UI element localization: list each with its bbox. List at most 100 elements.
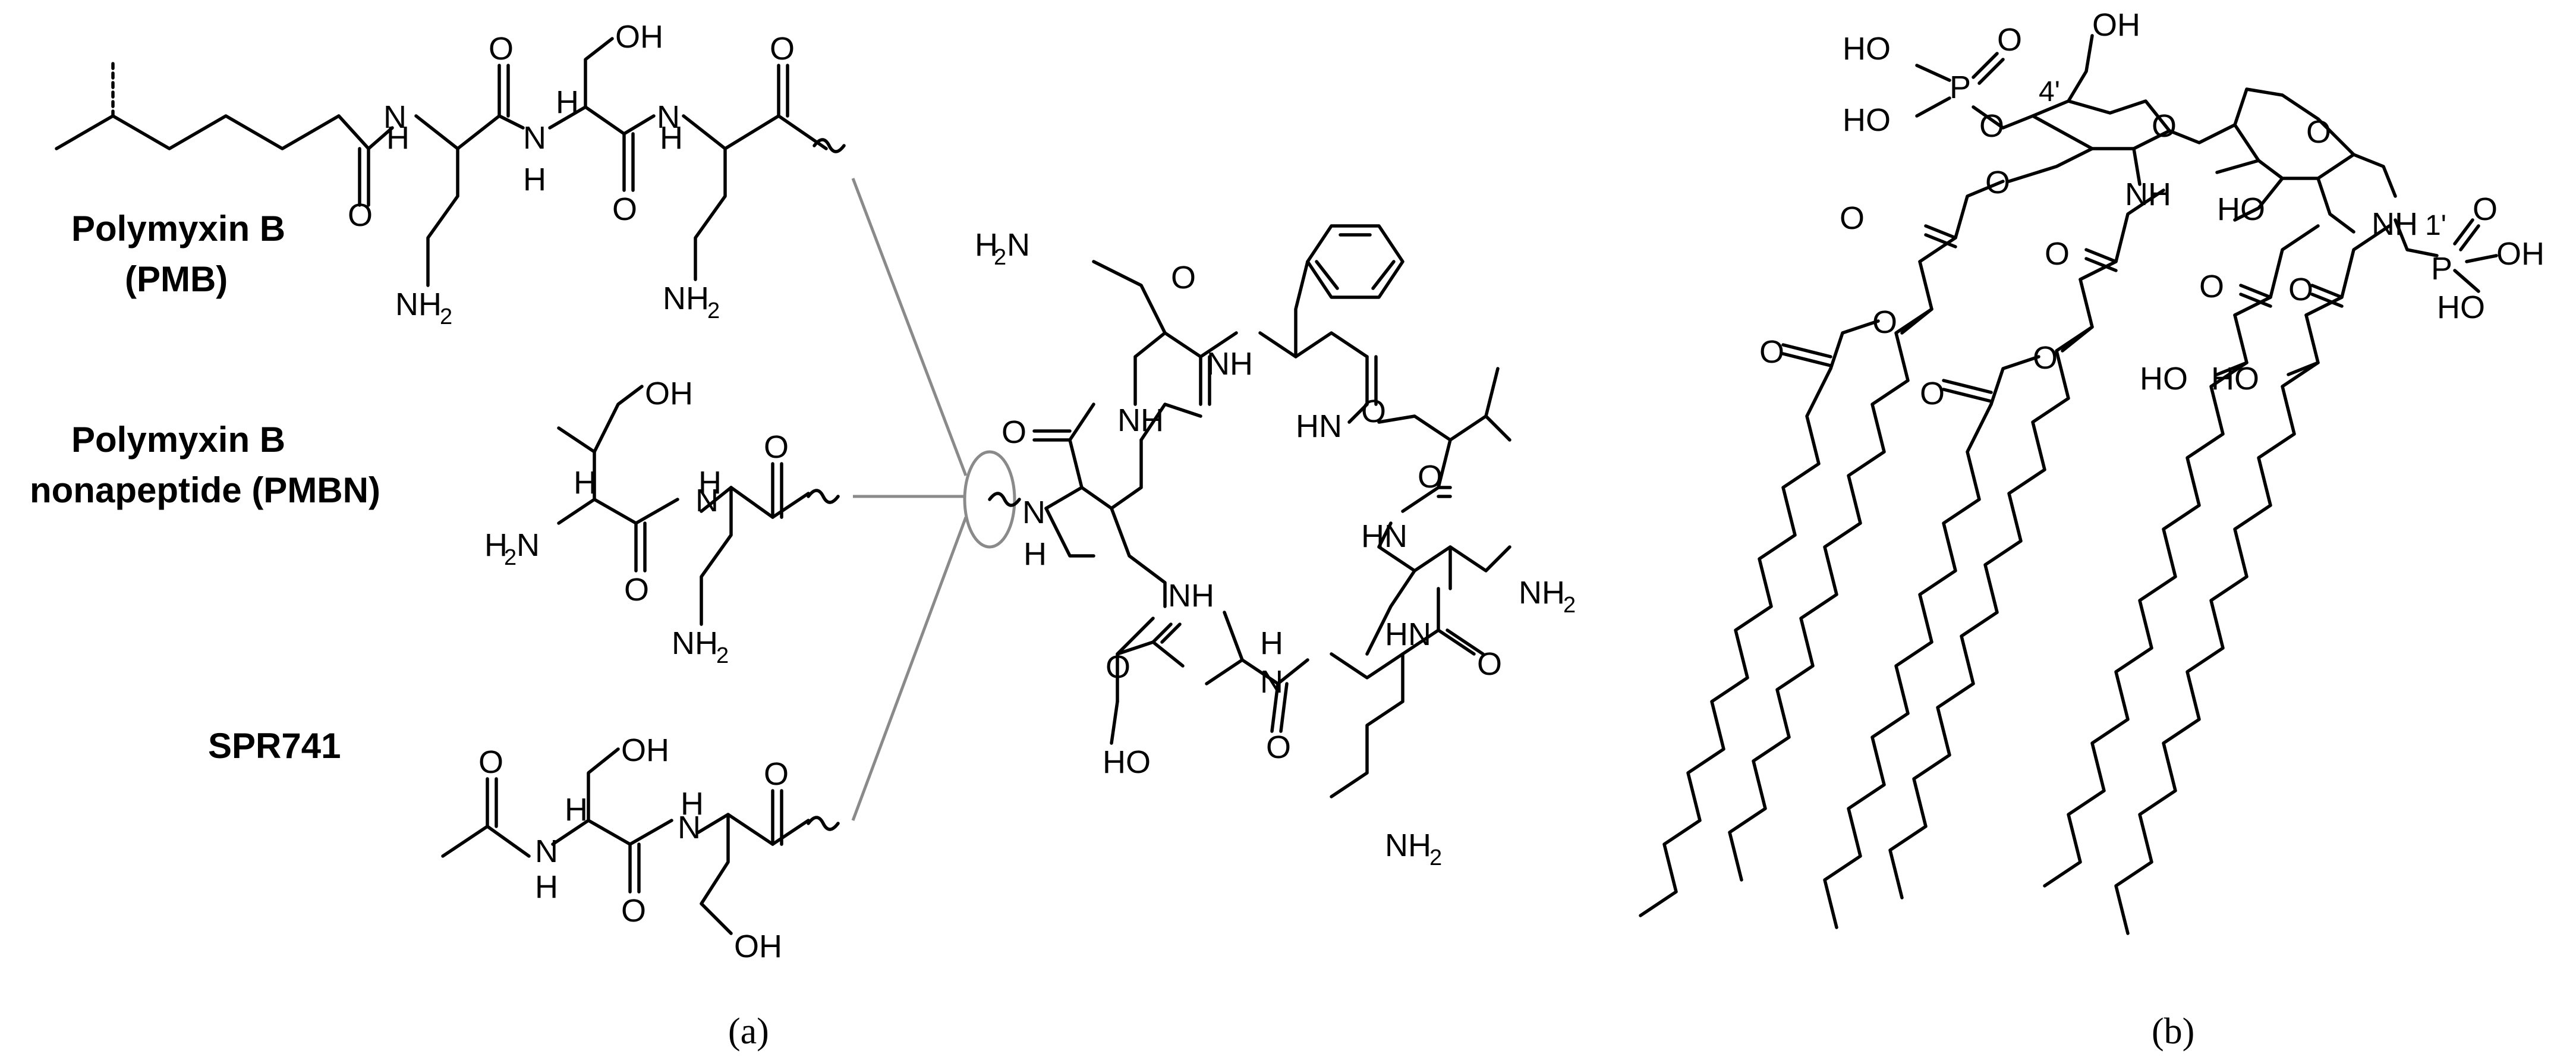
atom-pmb-O1: O	[348, 197, 373, 233]
label-pmb-line2: (PMB)	[125, 259, 228, 299]
atom-pmbn-N: N	[695, 483, 719, 518]
atom-pmb-NH2-a: NH	[395, 287, 442, 322]
atom-spr-O3: O	[764, 756, 789, 792]
atom-pmb-O2: O	[489, 31, 514, 67]
atom-b-O-ester3: O	[2033, 340, 2058, 376]
atom-core-NH2-bottom: NH	[1385, 828, 1431, 863]
atom-b-O-ring1: O	[2152, 108, 2177, 144]
spr741-side-chain	[441, 747, 840, 935]
atom-b-O-p1: O	[1997, 22, 2022, 58]
atom-b-O-ester2: O	[1872, 304, 1897, 340]
atom-pmbn-O1: O	[624, 572, 649, 608]
atom-pmb-N3: N	[657, 99, 680, 135]
atom-b-O-carbonyl1: O	[1840, 200, 1865, 236]
atom-spr-H1: H	[535, 869, 558, 905]
atom-core-O3: O	[1002, 414, 1026, 450]
atom-core-O2: O	[1361, 394, 1386, 429]
atom-b-O-carbonyl2: O	[1759, 334, 1784, 370]
attachment-connectors	[851, 178, 1016, 821]
atom-core-O5: O	[1477, 646, 1502, 682]
atom-b-HO-p2: HO	[2437, 290, 2485, 325]
atom-core-O6: O	[1106, 649, 1130, 685]
atom-pmb-H3: H	[556, 84, 579, 120]
panel-label-b: (b)	[2152, 1011, 2194, 1052]
atom-spr-H2: H	[565, 792, 588, 828]
atom-spr-O2: O	[621, 893, 646, 929]
atom-core-H2N-sub: 2	[994, 245, 1006, 270]
atom-core-NH3: NH	[1168, 578, 1214, 614]
atom-pmb-O3: O	[612, 191, 637, 227]
atom-spr-N2: N	[678, 810, 701, 845]
atom-core-O4: O	[1418, 459, 1443, 495]
atom-core-NH2: NH	[1117, 402, 1164, 438]
atom-pmb-O4: O	[770, 31, 795, 67]
pmbn-side-chain	[557, 385, 840, 626]
atom-pmb-N2: N	[523, 120, 546, 156]
atom-spr-O1: O	[478, 744, 503, 780]
lipid-a-structure	[1639, 34, 2498, 935]
atom-core-HN2: HN	[1361, 518, 1407, 554]
atom-spr-OH2: OH	[734, 929, 782, 964]
atom-pmbn-O2: O	[764, 429, 789, 465]
atom-core-HN3: HN	[1385, 617, 1431, 652]
pmb-side-chain	[55, 37, 846, 287]
atom-pmb-H1: H	[386, 120, 410, 156]
atom-core-NH2-right-sub: 2	[1563, 593, 1576, 618]
atom-b-O-carbonyl6: O	[2288, 272, 2313, 307]
atom-pmbn-H2N: H N	[484, 527, 540, 563]
atom-b-HO2: HO	[1843, 102, 1891, 138]
panel-label-a: (a)	[728, 1011, 769, 1052]
atom-pmbn-H2N-sub: 2	[504, 545, 517, 570]
atom-core-HN1: HN	[1296, 408, 1342, 444]
atom-pmbn-NH2-sub: 2	[716, 643, 729, 668]
atom-b-OH-top: OH	[2092, 7, 2140, 43]
atom-b-HO3: HO	[2217, 191, 2265, 227]
atom-b-HO5: HO	[2211, 361, 2259, 397]
polymyxin-cyclic-core	[988, 224, 1511, 798]
atom-b-HO1: HO	[1843, 31, 1891, 67]
atom-b-O-ring2: O	[2306, 114, 2331, 150]
atom-pmbn-NH2: NH	[672, 625, 718, 661]
atom-pmbn-OH: OH	[645, 376, 693, 411]
atom-b-P2: P	[2431, 251, 2452, 287]
atom-b-O-carbonyl4: O	[1920, 376, 1945, 411]
label-pmbn-line1: Polymyxin B	[71, 420, 285, 460]
atom-spr-H3: H	[681, 786, 704, 822]
atom-b-OH-p2: OH	[2496, 236, 2544, 272]
atom-core-H-attach: H	[1024, 536, 1047, 572]
label-spr741: SPR741	[208, 726, 341, 766]
position-1-prime: 1'	[2425, 210, 2446, 241]
atom-core-NH2-bottom-sub: 2	[1429, 845, 1442, 870]
atom-pmb-NH2-b: NH	[663, 281, 709, 316]
atom-pmb-NH2-a-sub: 2	[440, 304, 452, 329]
atom-pmbn-NH-H: H	[698, 465, 722, 501]
atom-b-HO4: HO	[2140, 361, 2188, 397]
atom-pmb-OH: OH	[615, 19, 663, 55]
atom-b-O-link: O	[1979, 108, 2004, 144]
atom-pmb-N1: N	[383, 99, 407, 135]
label-pmb-line1: Polymyxin B	[71, 209, 285, 249]
atom-pmb-H2: H	[523, 162, 546, 197]
atom-core-N4: N	[1260, 664, 1283, 700]
atom-b-P1: P	[1950, 70, 1971, 105]
atom-core-O7: O	[1266, 729, 1291, 765]
atom-pmb-NH2-b-sub: 2	[707, 298, 720, 323]
atom-core-H4: H	[1260, 625, 1283, 661]
atom-core-N-attach: N	[1022, 495, 1045, 530]
atom-b-O-ester1: O	[1985, 165, 2010, 200]
atom-core-H2N: H N	[975, 227, 1030, 263]
position-4-prime: 4'	[2039, 76, 2060, 108]
atom-pmb-H4: H	[660, 120, 683, 156]
atom-b-NH2: NH	[2372, 206, 2418, 242]
atom-core-NH2-right: NH	[1519, 575, 1565, 611]
atom-b-NH1: NH	[2125, 177, 2171, 212]
label-pmbn-line2: nonapeptide (PMBN)	[30, 470, 380, 510]
atom-b-O-carbonyl5: O	[2199, 269, 2224, 304]
atom-core-HO: HO	[1103, 744, 1151, 780]
atom-spr-OH: OH	[621, 732, 669, 768]
atom-spr-N1: N	[535, 834, 558, 869]
atom-b-O-p2: O	[2473, 191, 2498, 227]
atom-core-NH1: NH	[1207, 346, 1253, 382]
atom-pmbn-H: H	[574, 465, 597, 501]
